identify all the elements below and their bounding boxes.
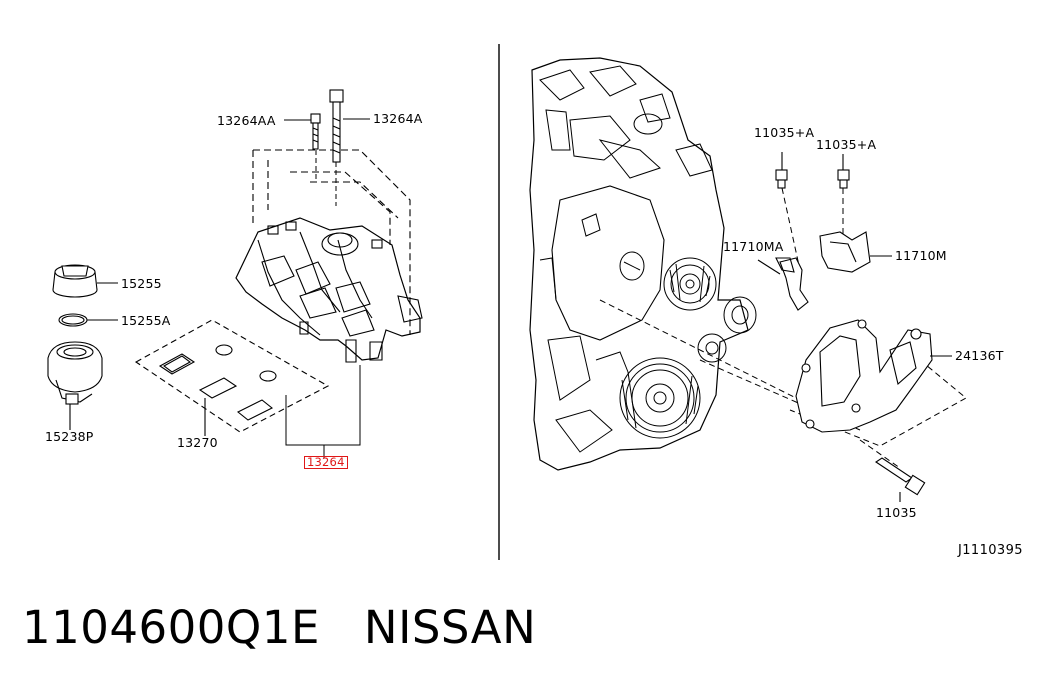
oil-cap-15255: [52, 264, 118, 298]
cylinder-head-cover-assembly: [235, 149, 423, 363]
bolt-11035A-left: [775, 152, 788, 189]
callout-11710M: 11710M: [895, 248, 947, 263]
leader-13264: [285, 365, 361, 458]
bolt-11035: [875, 457, 926, 502]
clip-11710MA: [757, 257, 809, 311]
callout-11035: 11035: [876, 505, 917, 520]
bolt-13264AA: [310, 113, 321, 150]
callout-15255: 15255: [121, 276, 162, 291]
diagram-reference-code: J1110395: [958, 543, 1023, 558]
part-caption: 1104600Q1E NISSAN: [22, 598, 536, 658]
filler-neck-15238P: [47, 341, 103, 430]
callout-11035A-right: 11035+A: [816, 137, 877, 152]
callout-24136T: 24136T: [955, 348, 1004, 363]
o-ring-15255A: [58, 313, 118, 327]
callout-11710MA: 11710MA: [723, 239, 784, 254]
callout-15238P: 15238P: [45, 429, 94, 444]
bolt-13264A: [329, 89, 344, 163]
callout-13264A: 13264A: [373, 111, 423, 126]
bolt-leader-lines: [284, 118, 370, 206]
part-number: 1104600Q1E: [22, 601, 320, 654]
callout-13264AA: 13264AA: [217, 113, 276, 128]
clip-11710M: [819, 231, 892, 273]
engine-block: [529, 57, 757, 471]
brand-name: NISSAN: [363, 601, 537, 654]
callout-15255A: 15255A: [121, 313, 171, 328]
callout-13270: 13270: [177, 435, 218, 450]
bolt-11035A-right: [837, 154, 850, 189]
callout-11035A-left: 11035+A: [754, 125, 815, 140]
gasket-13270: [134, 319, 330, 436]
callout-13264-highlighted[interactable]: 13264: [304, 456, 348, 469]
bracket-24136T: [795, 319, 952, 433]
